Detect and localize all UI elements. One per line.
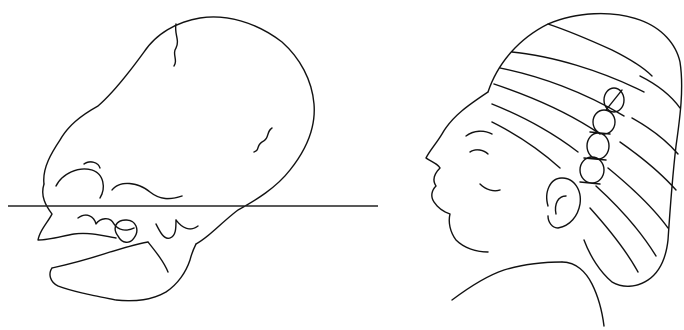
infant-face-profile xyxy=(426,92,488,252)
skull-mandible xyxy=(50,244,196,301)
infant-eye xyxy=(470,150,488,154)
binding-band-11 xyxy=(640,76,680,108)
skull-process-2 xyxy=(176,220,198,229)
skull-orbit xyxy=(56,169,103,198)
skull-drawing xyxy=(38,17,314,301)
skull-zygomatic xyxy=(112,183,182,198)
infant-drawing xyxy=(426,14,682,326)
skull-suture-top xyxy=(174,24,177,66)
infant-neck xyxy=(452,262,562,300)
skull-mandible-inner xyxy=(52,242,148,268)
binding-band-9 xyxy=(620,142,676,190)
binding-pad xyxy=(580,157,604,183)
binding-pads xyxy=(580,88,624,184)
skull-outline xyxy=(44,17,315,244)
infant-ear-inner xyxy=(555,196,566,214)
binding-pad xyxy=(593,110,615,134)
skull-suture-back xyxy=(254,128,272,152)
skull-maxilla xyxy=(38,184,116,240)
binding-band-8 xyxy=(590,208,638,272)
binding-band-1 xyxy=(512,52,644,92)
skull-mastoid xyxy=(115,220,137,242)
binding-pad-connector xyxy=(580,90,622,184)
binding-band-3 xyxy=(494,84,600,134)
skull-brow-detail xyxy=(84,162,100,168)
binding-band-6 xyxy=(608,168,668,228)
binding-band-4 xyxy=(492,104,578,152)
binding-band-7 xyxy=(596,186,656,256)
skull-process xyxy=(156,220,176,238)
infant-back xyxy=(562,262,604,326)
binding-pad xyxy=(587,133,609,159)
binding-outline xyxy=(488,14,682,287)
binding-band-10 xyxy=(632,118,678,154)
binding-band-5 xyxy=(492,122,560,168)
infant-eyebrow xyxy=(466,131,492,136)
infant-cheek-line xyxy=(480,184,500,191)
infant-ear xyxy=(547,178,581,228)
skull-teeth xyxy=(78,215,134,230)
binding-top-fold xyxy=(548,24,652,76)
skull-mandible-ramus xyxy=(148,242,168,272)
